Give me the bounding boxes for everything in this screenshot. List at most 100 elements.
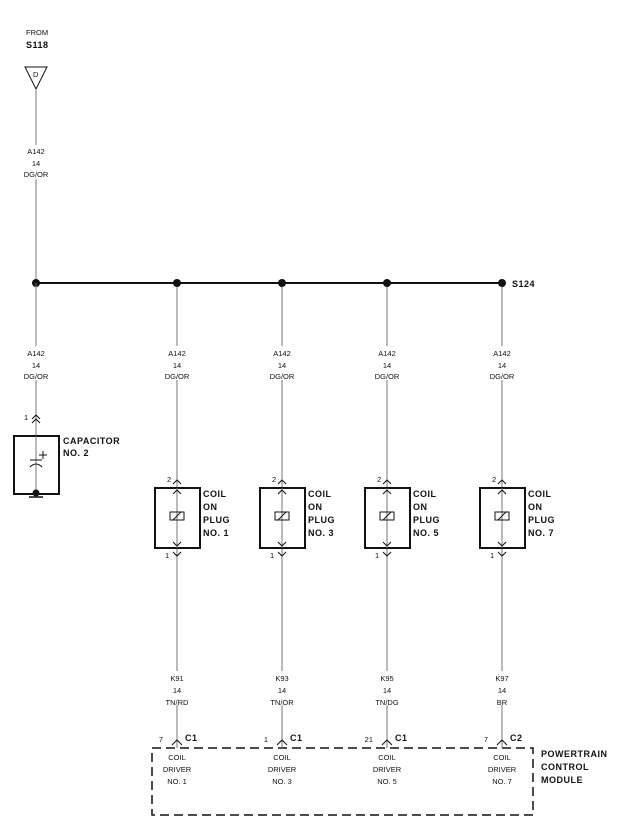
splice-dot xyxy=(278,279,286,287)
pin-top-number: 2 xyxy=(272,475,276,484)
connector-chevron-icon xyxy=(172,551,182,557)
coil-driver-label-line1: COIL xyxy=(273,753,291,762)
wire-bottom-label: 14 xyxy=(498,686,506,695)
feed-wire-circuit: A142 xyxy=(27,147,45,156)
pcm-pin-number: 21 xyxy=(365,735,373,744)
wire-bottom-label: K91 xyxy=(170,674,183,683)
splice-dot xyxy=(173,279,181,287)
pin-bottom-number: 1 xyxy=(375,551,379,560)
pcm-label-line3: MODULE xyxy=(541,775,583,785)
feed-wire-gauge: 14 xyxy=(32,159,40,168)
coil-icon xyxy=(379,511,395,521)
capacitor-label-line1: CAPACITOR xyxy=(63,436,120,446)
wire-bottom-label: 14 xyxy=(383,686,391,695)
connector-chevron-icon xyxy=(382,551,392,557)
wire-top-label: DG/OR xyxy=(490,372,515,381)
coil-label-line3: PLUG xyxy=(203,515,230,525)
wire-top-label: A142 xyxy=(378,349,396,358)
pcm-connector-label: C2 xyxy=(510,733,523,743)
connector-chevron-icon xyxy=(382,479,392,485)
connector-chevron-icon xyxy=(381,739,393,746)
coil-label-line2: ON xyxy=(528,502,543,512)
pin-bottom-number: 1 xyxy=(270,551,274,560)
wire-top-label: A142 xyxy=(273,349,291,358)
connector-chevron-icon xyxy=(276,739,288,746)
splice-dot xyxy=(383,279,391,287)
wire-bottom-label: TN/OR xyxy=(270,698,294,707)
wire-bottom-label: TN/DG xyxy=(375,698,398,707)
coil-label-line2: ON xyxy=(308,502,323,512)
connector-chevron-icon xyxy=(172,479,182,485)
capacitor-wire-gauge: 14 xyxy=(32,361,40,370)
coil-label-line2: ON xyxy=(203,502,218,512)
wire-top-label: 14 xyxy=(498,361,506,370)
pcm-connector-label: C1 xyxy=(185,733,198,743)
connector-chevron-icon xyxy=(497,551,507,557)
pin-bottom-number: 1 xyxy=(490,551,494,560)
wire-bottom-label: K97 xyxy=(495,674,508,683)
pcm-connector-label: C1 xyxy=(395,733,408,743)
connector-chevron-icon xyxy=(496,739,508,746)
coil-driver-label-line1: COIL xyxy=(168,753,186,762)
pcm-label-line1: POWERTRAIN xyxy=(541,749,608,759)
pcm-pin-number: 1 xyxy=(264,735,268,744)
coil-label-line4: NO. 1 xyxy=(203,528,229,538)
pin-top-number: 2 xyxy=(492,475,496,484)
connector-chevron-icon xyxy=(277,551,287,557)
wire-bottom-label: K93 xyxy=(275,674,288,683)
coil-icon xyxy=(494,511,510,521)
connector-letter: D xyxy=(33,70,39,79)
coil-driver-label-line2: DRIVER xyxy=(163,765,192,774)
connector-chevron-icon xyxy=(497,479,507,485)
connector-triangle-icon xyxy=(24,66,48,91)
coil-driver-label-line3: NO. 1 xyxy=(167,777,187,786)
coil-driver-label-line3: NO. 5 xyxy=(377,777,397,786)
pcm-pin-number: 7 xyxy=(484,735,488,744)
pcm-box xyxy=(151,747,534,816)
pcm-label-line2: CONTROL xyxy=(541,762,589,772)
pin-top-number: 2 xyxy=(167,475,171,484)
capacitor-wire-color: DG/OR xyxy=(24,372,49,381)
coil-label-line4: NO. 3 xyxy=(308,528,334,538)
coil-driver-label-line2: DRIVER xyxy=(268,765,297,774)
coil-label-line3: PLUG xyxy=(308,515,335,525)
coil-driver-label-line2: DRIVER xyxy=(373,765,402,774)
bus-splice-label: S124 xyxy=(512,279,535,289)
coil-driver-label-line2: DRIVER xyxy=(488,765,517,774)
wire-top-label: DG/OR xyxy=(165,372,190,381)
pin-bottom-number: 1 xyxy=(165,551,169,560)
wire-bottom-label: 14 xyxy=(173,686,181,695)
wire-top-label: 14 xyxy=(278,361,286,370)
coil-icon xyxy=(169,511,185,521)
wire-top-label: A142 xyxy=(493,349,511,358)
source-splice-label: S118 xyxy=(26,40,49,50)
coil-label-line1: COIL xyxy=(203,489,227,499)
coil-label-line3: PLUG xyxy=(413,515,440,525)
wire-top-label: DG/OR xyxy=(375,372,400,381)
coil-driver-label-line3: NO. 7 xyxy=(492,777,512,786)
wire-top-label: 14 xyxy=(173,361,181,370)
wire-top-label: DG/OR xyxy=(270,372,295,381)
wire-bottom-label: TN/RD xyxy=(166,698,189,707)
wire-top-label: A142 xyxy=(168,349,186,358)
pcm-pin-number: 7 xyxy=(159,735,163,744)
coil-driver-label-line3: NO. 3 xyxy=(272,777,292,786)
wire-bottom-label: K95 xyxy=(380,674,393,683)
coil-label-line1: COIL xyxy=(308,489,332,499)
connector-chevron-icon xyxy=(31,414,41,424)
coil-label-line1: COIL xyxy=(413,489,437,499)
wire-bottom-label: BR xyxy=(497,698,508,707)
coil-driver-label-line1: COIL xyxy=(378,753,396,762)
connector-chevron-icon xyxy=(277,479,287,485)
capacitor-pin: 1 xyxy=(24,413,28,422)
capacitor-label-line2: NO. 2 xyxy=(63,448,89,458)
coil-label-line4: NO. 5 xyxy=(413,528,439,538)
coil-driver-label-line1: COIL xyxy=(493,753,511,762)
coil-label-line2: ON xyxy=(413,502,428,512)
pin-top-number: 2 xyxy=(377,475,381,484)
